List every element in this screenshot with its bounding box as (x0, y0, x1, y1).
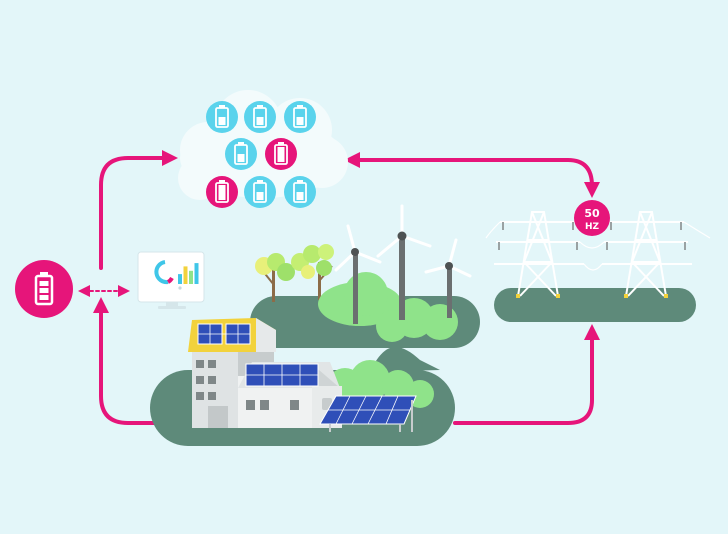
solar-panel-icon (197, 323, 251, 345)
donut-chart-icon (154, 260, 169, 285)
monitor-bar (189, 270, 193, 284)
arrow-cloud-grid (344, 152, 600, 198)
battery-icon (225, 138, 257, 170)
home-battery (15, 260, 73, 318)
arrow-battery-to-cloud (99, 150, 178, 270)
tree-icon (255, 244, 334, 302)
bar-chart-icon (178, 263, 199, 284)
monitor-bar (183, 266, 188, 284)
battery-icon (34, 272, 54, 306)
tower-insulators (498, 222, 686, 250)
frequency-badge: 50 HZ (574, 200, 610, 236)
monitor-bar (194, 263, 199, 284)
transmission-tower-icon (494, 211, 584, 297)
monitor-bar (178, 274, 182, 284)
battery-icon (244, 176, 276, 208)
grid-ground (494, 288, 696, 322)
tower-feet (516, 294, 668, 298)
frequency-value: 50 (584, 207, 600, 220)
wind-turbine-icon (334, 224, 382, 324)
battery-icon (284, 101, 316, 133)
battery-icon (284, 176, 316, 208)
transmission-tower-icon (602, 211, 692, 297)
arrow-house-to-battery (93, 297, 160, 425)
battery-icon (206, 176, 238, 208)
solar-panel-icon (245, 363, 319, 387)
battery-icon (265, 138, 297, 170)
battery-icon (206, 101, 238, 133)
battery-cloud-grid (206, 101, 316, 208)
wind-turbine-icon (376, 204, 432, 320)
house-icon (188, 318, 276, 428)
frequency-unit: HZ (585, 222, 600, 232)
battery-icon (244, 101, 276, 133)
arrow-house-to-grid (453, 324, 600, 425)
flow-arrows (78, 150, 600, 425)
monitor-icon (137, 251, 205, 309)
wind-turbine-icon (424, 238, 472, 318)
solar-panel-icon (319, 395, 417, 432)
